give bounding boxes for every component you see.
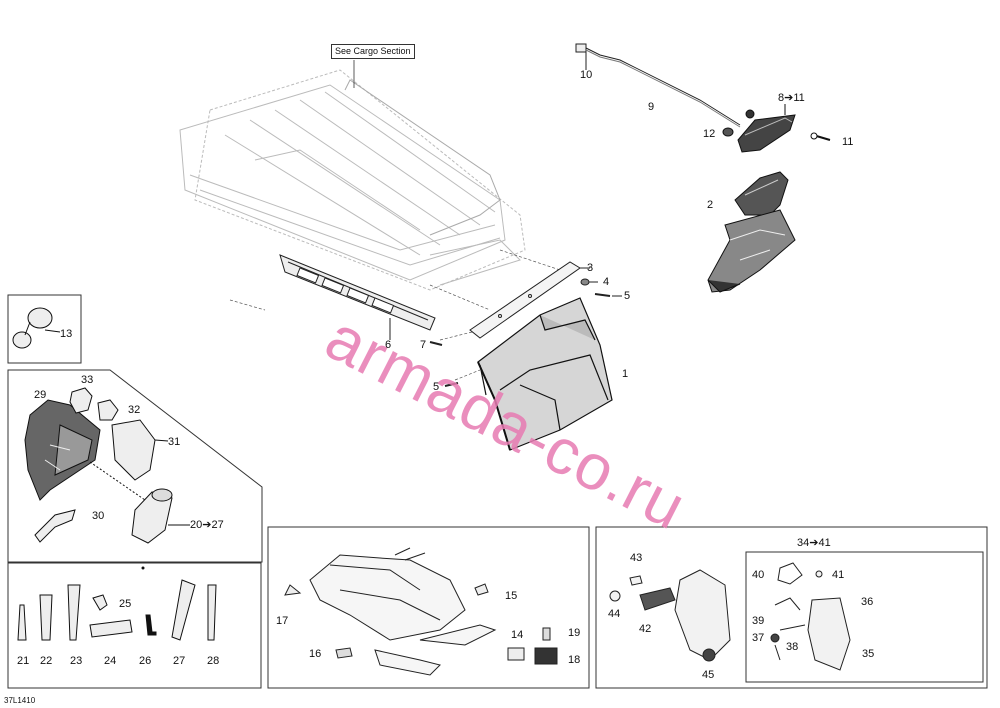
callout-6: 6: [385, 339, 392, 351]
callout-40: 40: [752, 569, 765, 581]
callout-30: 30: [92, 510, 105, 522]
callout-8-11: 8➔11: [778, 92, 805, 104]
callout-17: 17: [276, 615, 289, 627]
box-mechanism: [595, 526, 988, 689]
callout-22: 22: [40, 655, 53, 667]
snowmobile-outline: [284, 547, 558, 676]
box-tools: [7, 562, 262, 689]
callout-44: 44: [608, 608, 621, 620]
callout-35: 35: [862, 648, 875, 660]
cap-33: [69, 387, 93, 414]
callout-23: 23: [70, 655, 83, 667]
callout-28: 28: [207, 655, 220, 667]
callout-16: 16: [309, 648, 322, 660]
callout-3: 3: [587, 262, 594, 274]
callout-29: 29: [34, 389, 47, 401]
callout-5-lower: 5: [433, 381, 440, 393]
cover-31: [111, 419, 169, 481]
callout-18: 18: [568, 654, 581, 666]
grommet-12: [722, 127, 734, 137]
box-34-41: [745, 551, 984, 683]
washer-4: [580, 278, 598, 286]
callout-13: 13: [60, 328, 73, 340]
callout-27: 27: [173, 655, 186, 667]
strap-30: [34, 509, 76, 543]
callout-37: 37: [752, 632, 765, 644]
callout-41: 41: [832, 569, 845, 581]
assembly-lines: [229, 249, 561, 381]
box-13: [7, 294, 82, 364]
callout-45: 45: [702, 669, 715, 681]
tools-group: [17, 579, 217, 641]
callout-32: 32: [128, 404, 141, 416]
diagram-code: 37L1410: [4, 696, 36, 705]
side-panel-6: [279, 254, 436, 340]
callout-11: 11: [842, 136, 854, 148]
tool-bag-20-27: [89, 461, 190, 544]
box-snowmobile: [267, 526, 590, 689]
callout-19: 19: [568, 627, 581, 639]
callout-20-27: 20➔27: [190, 519, 224, 531]
screw-5-upper: [594, 293, 622, 297]
screw-7: [429, 341, 443, 346]
callout-43: 43: [630, 552, 643, 564]
callout-26: 26: [139, 655, 152, 667]
callout-39: 39: [752, 615, 765, 627]
callout-7: 7: [420, 339, 427, 351]
callout-12: 12: [703, 128, 716, 140]
cap-32: [97, 399, 119, 421]
light-housing-8: [737, 104, 796, 153]
callout-42: 42: [639, 623, 652, 635]
callout-21: 21: [17, 655, 30, 667]
callout-25: 25: [119, 598, 132, 610]
callout-31: 31: [168, 436, 181, 448]
harness-9: [575, 43, 741, 128]
callout-10: 10: [580, 69, 593, 81]
callout-9: 9: [648, 101, 655, 113]
bracket-strip-3: [469, 261, 590, 339]
cargo-section-note: See Cargo Section: [331, 44, 415, 59]
callout-38: 38: [786, 641, 799, 653]
callout-14: 14: [511, 629, 524, 641]
box-29-33: [7, 369, 263, 563]
callout-1: 1: [622, 368, 629, 380]
deflector-2: [707, 171, 796, 293]
bolt-11: [810, 132, 831, 141]
cargo-rack-ghost: [179, 69, 526, 291]
side-cover-1: [477, 297, 613, 451]
hinge-assembly: [609, 562, 851, 671]
callout-15: 15: [505, 590, 518, 602]
callout-36: 36: [861, 596, 874, 608]
storage-case-29: [24, 399, 101, 501]
callout-34-41: 34➔41: [797, 537, 831, 549]
screw-5-lower: [444, 382, 459, 387]
callout-4: 4: [603, 276, 610, 288]
knob-13: [12, 307, 61, 349]
callout-33: 33: [81, 374, 94, 386]
callout-2: 2: [707, 199, 714, 211]
callout-5-upper: 5: [624, 290, 631, 302]
callout-24: 24: [104, 655, 117, 667]
